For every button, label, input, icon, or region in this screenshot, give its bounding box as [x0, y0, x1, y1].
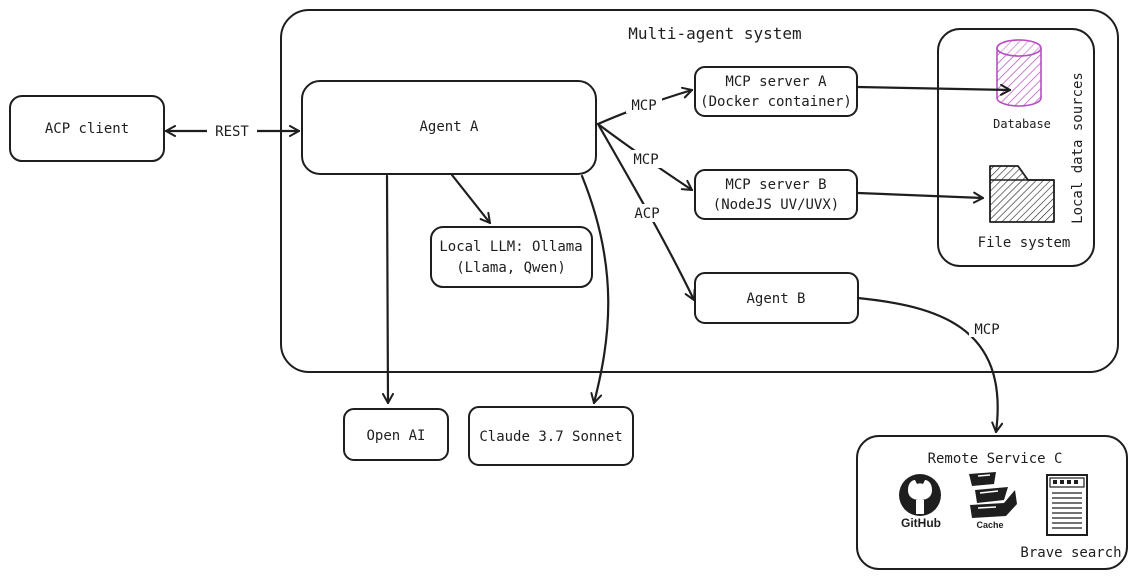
edge-acp-label: ACP [634, 206, 659, 222]
node-agent-a: Agent A [301, 80, 597, 175]
local-data-sources-group: Local data sources Database File system [937, 28, 1095, 267]
local-llm-subtitle: (Llama, Qwen) [456, 260, 566, 276]
acp-client-label: ACP client [45, 121, 129, 137]
folder-icon [989, 165, 1055, 223]
mcp-server-a-subtitle: (Docker container) [700, 94, 852, 110]
node-open-ai: Open AI [343, 408, 449, 461]
edge-mcp-remote-label: MCP [974, 322, 999, 338]
edges: REST MCP MCP ACP MCP [164, 83, 1012, 434]
node-agent-b: Agent B [694, 272, 859, 324]
cache-icon [969, 472, 1017, 518]
node-remote-service-c: Remote Service C GitHub Cache [856, 435, 1128, 570]
agent-a-label: Agent A [419, 119, 479, 135]
edge-mcp-a-label: MCP [631, 98, 656, 114]
database-icon [996, 39, 1042, 107]
node-mcp-server-b: MCP server B (NodeJS UV/UVX) [694, 169, 858, 220]
database-label: Database [993, 117, 1051, 131]
node-local-llm: Local LLM: Ollama (Llama, Qwen) [430, 226, 593, 288]
edge-agent-a-to-claude [580, 174, 610, 405]
mcp-server-b-title: MCP server B [725, 177, 826, 193]
edge-agent-a-to-open-ai [381, 174, 394, 405]
local-llm-title: Local LLM: Ollama [439, 239, 582, 255]
github-icon [899, 474, 941, 516]
remote-service-title: Remote Service C [928, 451, 1063, 467]
multi-agent-system-group: Multi-agent system [280, 9, 1119, 373]
mcp-server-b-subtitle: (NodeJS UV/UVX) [713, 197, 839, 213]
edge-mcp-a-to-database [856, 83, 1012, 96]
local-data-sources-frame [937, 28, 1095, 267]
local-data-sources-title: Local data sources [1070, 72, 1086, 224]
edge-agent-a-to-local-llm [450, 173, 492, 225]
node-acp-client: ACP client [9, 95, 165, 162]
cache-label: Cache [976, 520, 1003, 530]
multi-agent-system-title: Multi-agent system [628, 24, 801, 43]
github-label: GitHub [901, 516, 941, 530]
open-ai-label: Open AI [366, 428, 425, 444]
agent-b-label: Agent B [746, 291, 805, 307]
brave-search-icon [1046, 474, 1088, 536]
node-claude: Claude 3.7 Sonnet [468, 406, 634, 466]
claude-label: Claude 3.7 Sonnet [479, 429, 622, 445]
file-system-label: File system [978, 235, 1071, 251]
node-mcp-server-a: MCP server A (Docker container) [694, 66, 858, 117]
mcp-server-a-title: MCP server A [725, 74, 827, 90]
edge-mcp-b-label: MCP [633, 152, 658, 168]
multi-agent-system-frame [280, 9, 1119, 373]
edge-rest-label: REST [215, 124, 249, 140]
brave-search-label: Brave search [1020, 545, 1121, 561]
edge-mcp-b-to-file-system [856, 191, 985, 204]
edge-agent-b-to-remote [856, 296, 1004, 434]
